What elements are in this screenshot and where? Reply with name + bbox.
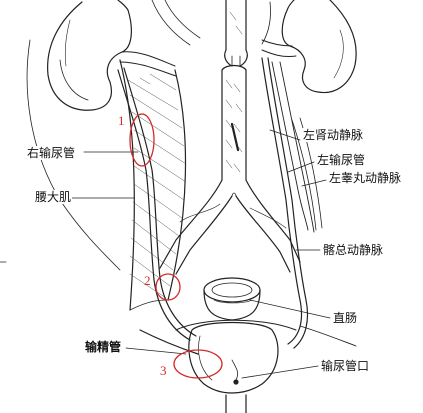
narrowing-circle-2	[155, 273, 181, 301]
narrowing-number-2: 2	[144, 273, 151, 288]
label-left-testicular-vessels: 左睾丸动静脉	[328, 171, 403, 185]
label-common-iliac-vessels: 髂总动静脉	[322, 243, 385, 257]
narrowing-number-1: 1	[118, 113, 125, 128]
narrowing-circle-1	[129, 113, 155, 167]
right-kidney	[47, 0, 201, 111]
body-outline	[0, 39, 121, 271]
left-kidney	[261, 0, 357, 94]
bladder	[175, 319, 297, 413]
aorta	[221, 0, 248, 181]
vas-deferens-path	[139, 325, 357, 355]
label-left-ureter: 左输尿管	[316, 153, 367, 167]
label-left-renal-vessels: 左肾动静脉	[302, 128, 365, 142]
label-ureteral-orifice: 输尿管口	[320, 359, 371, 373]
label-vas-deferens: 输精管	[84, 340, 123, 354]
label-psoas-major: 腰大肌	[34, 190, 73, 204]
narrowing-number-3: 3	[160, 363, 167, 378]
rectum-structure	[203, 277, 261, 321]
label-right-ureter: 右输尿管	[26, 146, 77, 160]
narrowing-circle-3	[173, 349, 223, 379]
leader-lines	[67, 129, 331, 379]
narrowing-markers	[129, 113, 223, 379]
left-ureter-path	[261, 57, 323, 349]
label-rectum: 直肠	[332, 311, 359, 325]
